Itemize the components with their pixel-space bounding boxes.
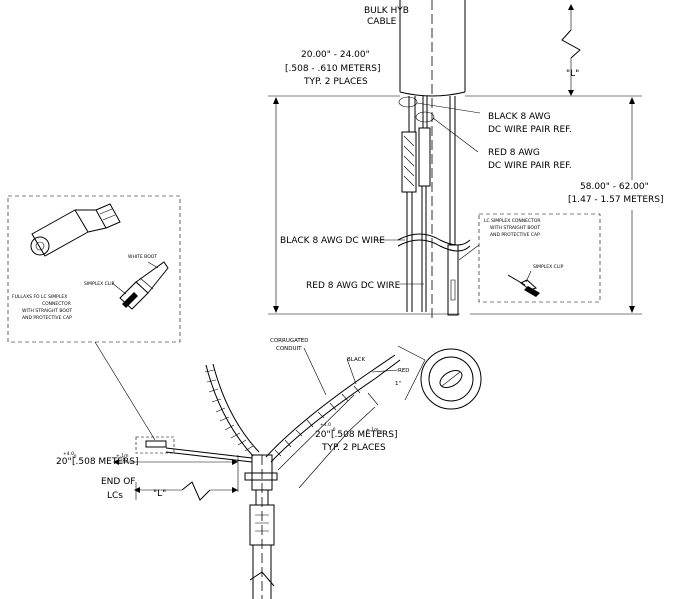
end-of-lcs-line-2: LCs [107,491,123,501]
lc-box-line-3: AND PROTECTIVE CAP [490,232,540,238]
top-length-break: "L" [561,4,581,96]
red-pair-line-2: DC WIRE PAIR REF. [488,161,572,171]
red-pair-line-1: RED 8 AWG [488,148,540,158]
black-pair-line-1: BLACK 8 AWG [488,112,551,122]
lc-box-line-2: WITH STRAIGHT BOOT [490,225,540,231]
dc-wire-breakout [397,96,471,316]
left-dim-main: 20" [56,457,72,467]
bulk-cable-label-2: CABLE [367,17,397,27]
white-boot-label: WHITE BOOT [128,254,157,260]
bulk-cable-label-1: BULK HYB [364,6,409,16]
lc-simplex-detail-box: LC SIMPLEX CONNECTOR WITH STRAIGHT BOOT … [458,213,601,303]
black-pair-line-2: DC WIRE PAIR REF. [488,125,572,135]
corrugated-label-2: CONDUIT [276,346,302,352]
breakout-dim-main: 20" [315,430,331,440]
one-inch-label: 1" [395,381,401,387]
fullaxs-line-3: WITH STRAIGHT BOOT [22,308,72,314]
breakout-typ: TYP. 2 PLACES [321,443,386,453]
red-wire-label: RED 8 AWG DC WIRE [306,281,401,291]
fullaxs-detail-box: WHITE BOOT SIMPLEX CLIP FULLAXS FO LC SI… [7,195,181,343]
left-tol-m-minus: -0 [121,457,126,463]
breakout-tol-m-minus: -0 [378,430,383,436]
top-dim-line-1: 20.00" - 24.00" [301,50,370,60]
breakout-assembly [135,354,401,599]
fullaxs-line-1: FULLAXS FO LC SIMPLEX [12,294,67,300]
lc-box-line-1: LC SIMPLEX CONNECTOR [484,218,541,224]
left-dim-meters: [.508 METERS] [72,457,139,467]
breakout-tol-m-plus: +.1m [366,427,378,433]
cable-cross-section [420,348,482,410]
length-dim-line-2: [1.47 - 1.57 METERS] [568,195,664,205]
left-tol-minus: -0 [72,454,77,460]
top-dim-line-3: TYP. 2 PLACES [303,77,368,87]
red-label: RED [398,368,410,374]
breakout-tol-minus: -0 [331,427,336,433]
breakout-dim-meters: [.508 METERS] [331,430,398,440]
left-tol-plus: +4.0 [63,451,74,457]
end-of-lcs-line-1: END OF [101,477,135,487]
black-label: BLACK [347,357,365,363]
l-mark-bottom: "L" [153,489,166,499]
fullaxs-line-2: CONNECTOR [42,301,71,307]
l-mark-top: "L" [566,69,579,79]
lc-box-clip-label: SIMPLEX CLIP [533,264,564,270]
top-dim-line-2: [.508 - .610 METERS] [285,64,381,74]
bulk-cable [399,0,466,320]
breakout-tol-plus: +4.0 [320,422,331,428]
length-dim-line-1: 58.00" - 62.00" [580,182,649,192]
fullaxs-line-4: AND PROTECTIVE CAP [22,315,72,321]
left-tol-m-plus: +.1m [116,453,128,459]
corrugated-label-1: CORRUGATED [270,338,309,344]
black-wire-label: BLACK 8 AWG DC WIRE [280,236,385,246]
simplex-clip-left-label: SIMPLEX CLIP [84,281,115,287]
